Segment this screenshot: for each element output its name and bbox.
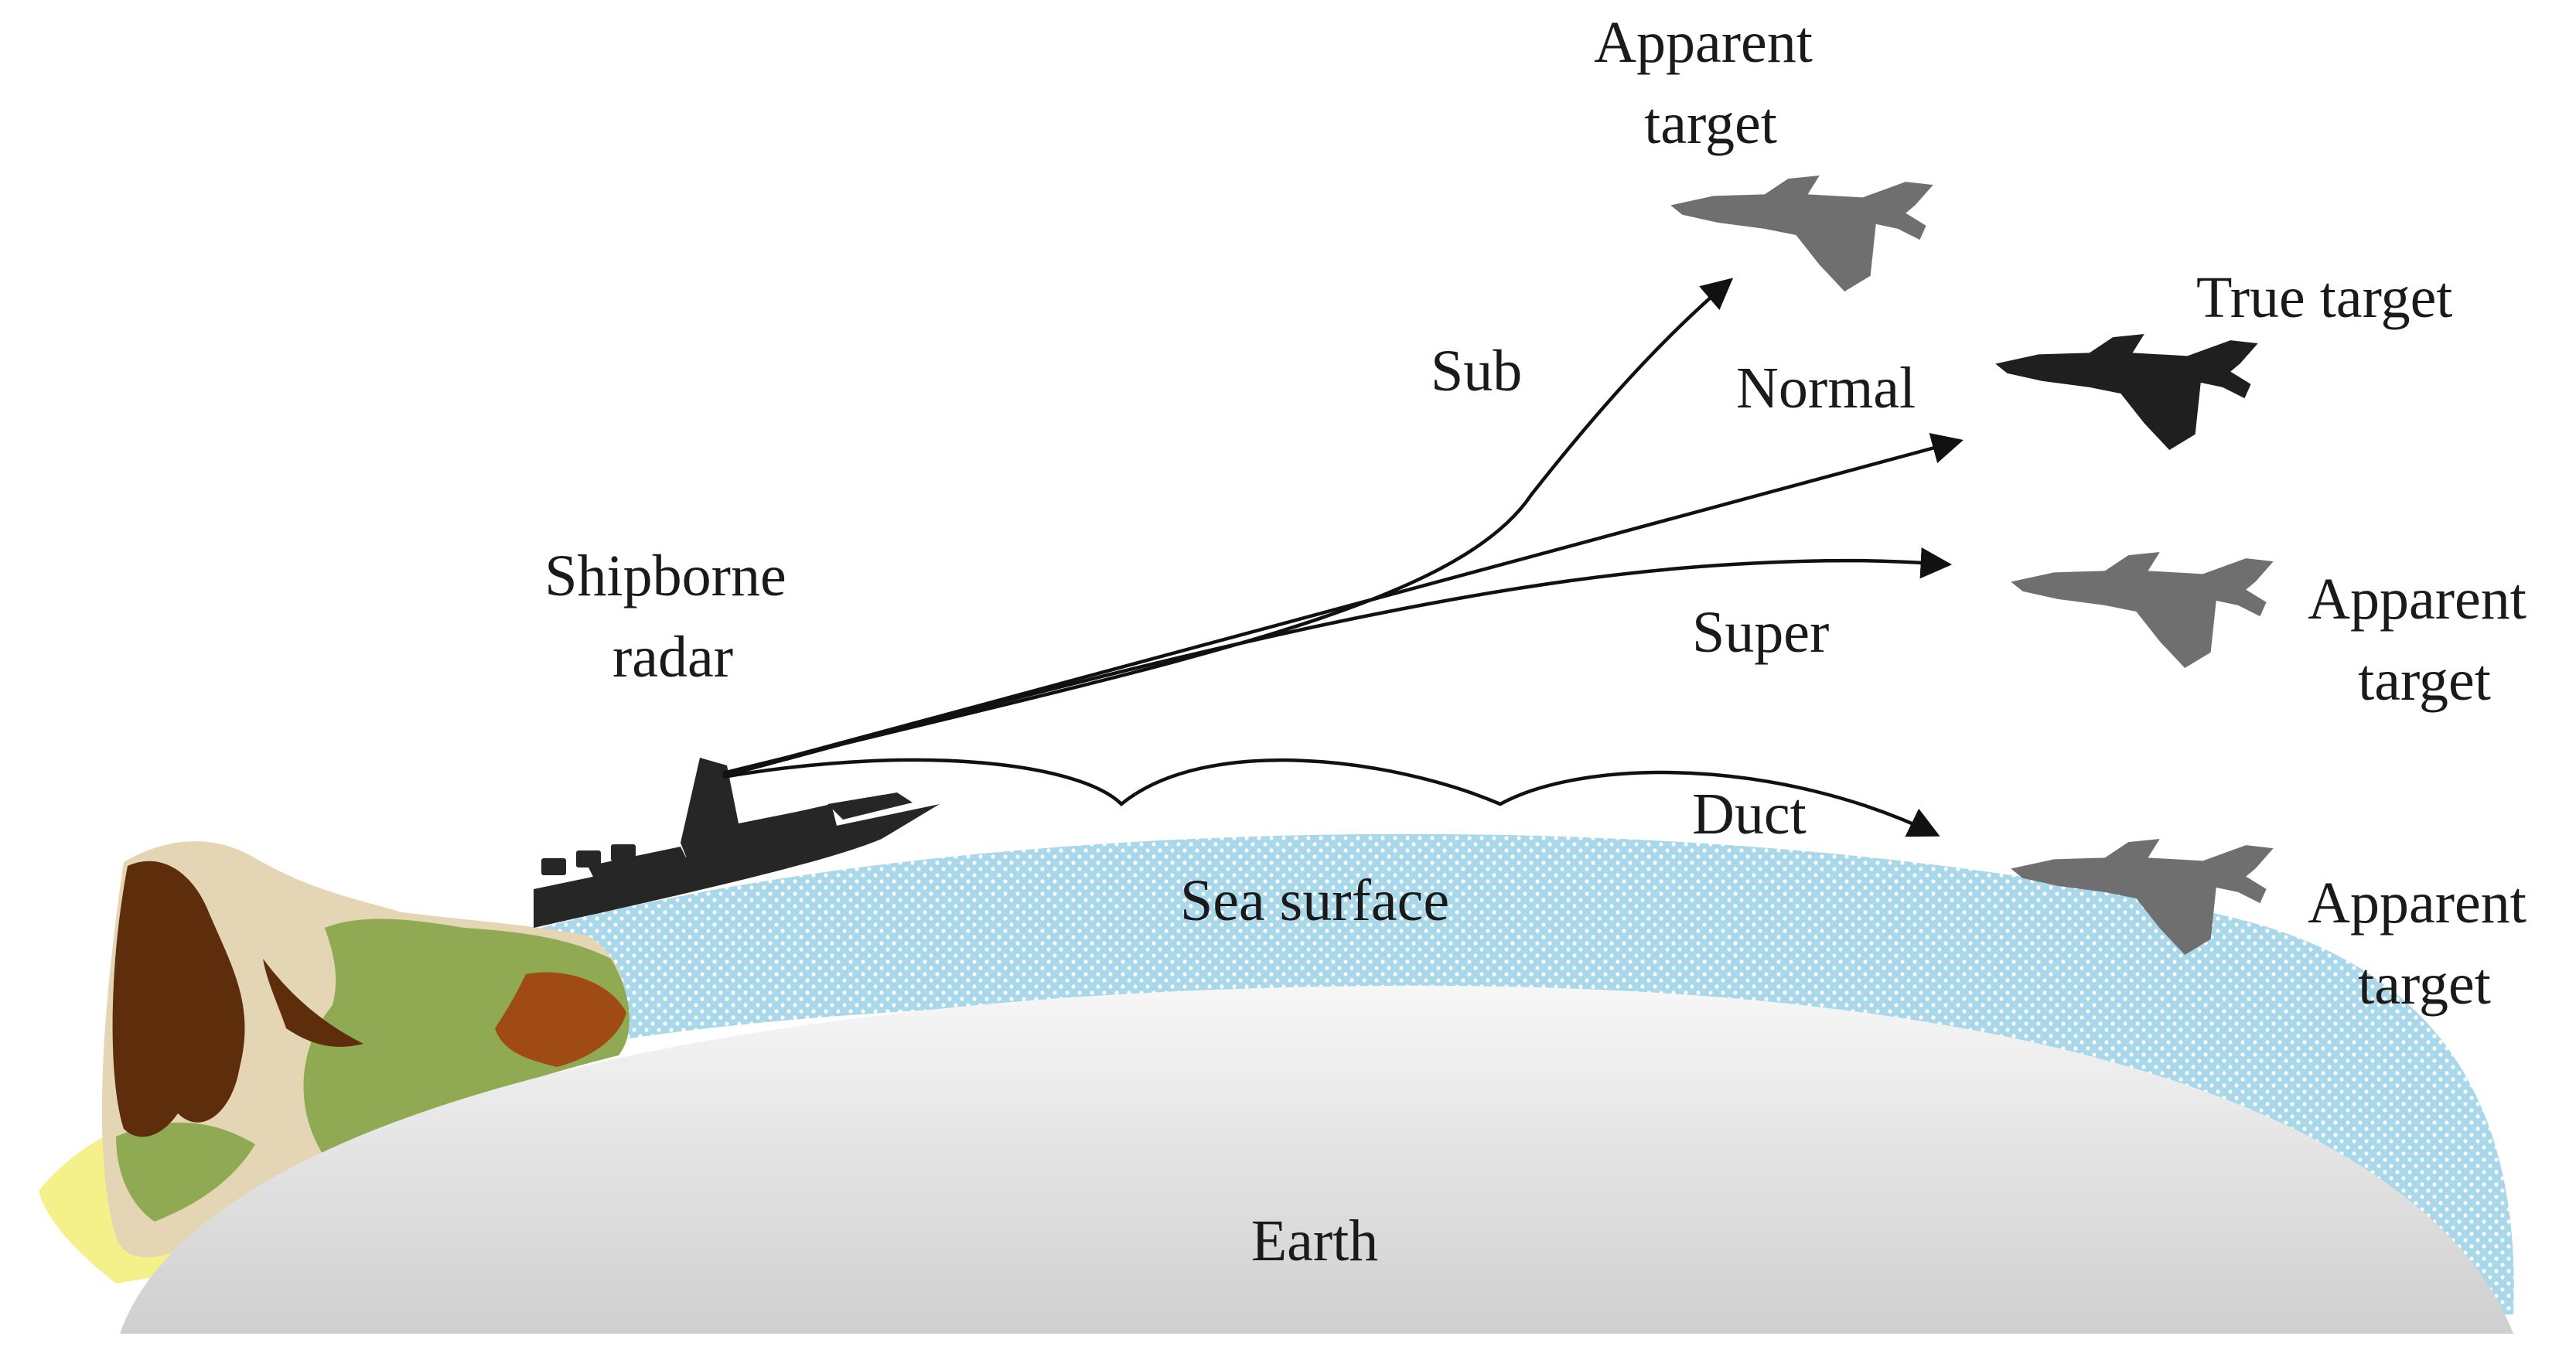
earth-label: Earth [1251,1208,1379,1273]
true-target-label: True target [2196,265,2452,330]
duct-path [722,758,1940,837]
shipborne-radar-label: Shipborne radar [544,544,800,690]
super-label: Super [1692,600,1829,665]
warship-icon [534,758,940,928]
apparent-target-low-label: Apparent target [2308,871,2541,1017]
true-target-icon [1995,334,2258,450]
apparent-target-top-icon [1670,176,1933,291]
duct-label: Duct [1692,782,1807,847]
apparent-target-top-label: Apparent target [1594,10,1827,156]
apparent-target-mid-icon [2011,552,2274,668]
normal-label: Normal [1736,356,1916,421]
earth-body [120,985,2513,1334]
sea-surface-band [433,833,2514,1314]
propagation-paths [722,278,1964,837]
sub-refraction-path [722,278,1734,775]
super-refraction-path [722,547,1953,779]
sub-label: Sub [1431,339,1522,404]
sea-surface-label: Sea surface [1180,868,1449,933]
apparent-target-mid-label: Apparent target [2308,567,2541,713]
